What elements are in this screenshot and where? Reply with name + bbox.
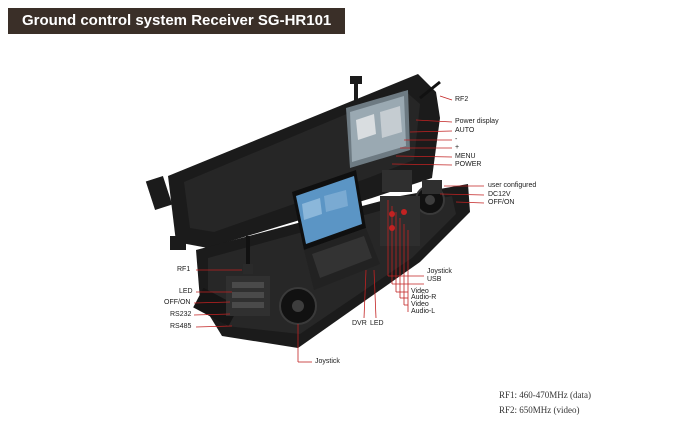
label-auto: AUTO	[455, 127, 475, 134]
antenna-rf1	[243, 236, 253, 274]
page-title: Ground control system Receiver SG-HR101	[22, 12, 332, 29]
label-rs485: RS485	[170, 323, 192, 330]
antenna-rf2	[419, 80, 441, 100]
label-menu: MENU	[455, 153, 476, 160]
label-video-1: Video	[411, 288, 429, 295]
title-banner: Ground control system Receiver SG-HR101	[8, 8, 345, 34]
label-off-on-left: OFF/ON	[164, 299, 191, 306]
label-plus: +	[455, 144, 460, 151]
lid-monitor	[346, 90, 410, 168]
label-video-2: Video	[411, 301, 429, 308]
joystick-left	[279, 287, 317, 325]
label-audio-l: Audio-L	[411, 308, 436, 315]
label-led-left: LED	[179, 288, 193, 295]
frequency-specs: RF1: 460-470MHz (data) RF2: 650MHz (vide…	[499, 388, 591, 418]
laptop	[292, 170, 380, 290]
label-power: POWER	[455, 161, 482, 168]
label-audio-r: Audio-R	[411, 294, 437, 301]
label-rs232: RS232	[170, 311, 192, 318]
label-power-display: Power display	[455, 118, 499, 125]
label-off-on-right: OFF/ON	[488, 199, 515, 206]
mast	[350, 76, 362, 104]
label-dc12v: DC12V	[488, 191, 511, 198]
label-joystick-bottom: Joystick	[315, 358, 340, 365]
label-led-bottom: LED	[370, 320, 384, 327]
label-rf1: RF1	[177, 266, 191, 273]
spec-rf1: RF1: 460-470MHz (data)	[499, 390, 591, 400]
label-joystick-right: Joystick	[427, 268, 452, 275]
callout-lines	[193, 95, 485, 363]
label-user-configured: user configured	[488, 182, 537, 189]
label-minus: -	[455, 136, 458, 143]
label-rf2: RF2	[455, 96, 469, 103]
label-usb: USB	[427, 276, 442, 283]
spec-rf2: RF2: 650MHz (video)	[499, 405, 580, 415]
label-dvr: DVR	[352, 320, 367, 327]
